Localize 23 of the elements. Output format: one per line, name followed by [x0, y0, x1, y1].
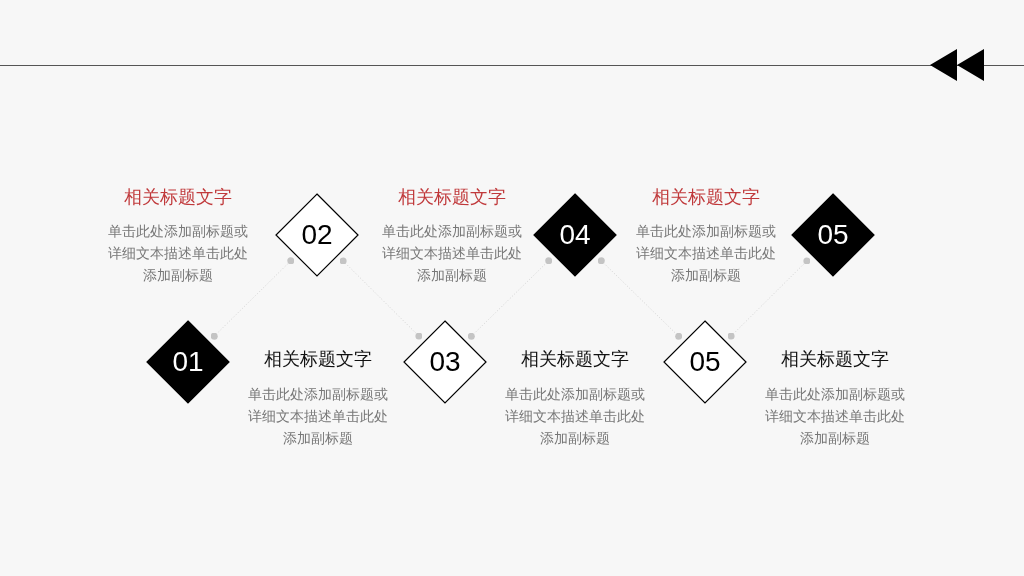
- step-heading: 相关标题文字: [397, 185, 507, 209]
- step-description: 单击此处添加副标题或详细文本描述单击此处添加副标题: [635, 222, 777, 285]
- step-description: 单击此处添加副标题或详细文本描述单击此处添加副标题: [381, 222, 523, 285]
- step-description: 单击此处添加副标题或详细文本描述单击此处添加副标题: [764, 385, 906, 448]
- step-heading: 相关标题文字: [780, 347, 890, 371]
- step-number: 03: [429, 346, 461, 378]
- step-number: 05: [817, 219, 849, 251]
- dotted-connector: [467, 257, 553, 340]
- step-heading: 相关标题文字: [651, 185, 761, 209]
- step-heading: 相关标题文字: [263, 347, 373, 371]
- step-description: 单击此处添加副标题或详细文本描述单击此处添加副标题: [107, 222, 249, 285]
- step-number: 05: [689, 346, 721, 378]
- dotted-connector: [597, 257, 683, 340]
- step-heading: 相关标题文字: [520, 347, 630, 371]
- step-number: 01: [172, 346, 204, 378]
- step-heading: 相关标题文字: [123, 185, 233, 209]
- step-number: 02: [301, 219, 333, 251]
- dotted-connector: [210, 257, 295, 340]
- step-description: 单击此处添加副标题或详细文本描述单击此处添加副标题: [504, 385, 646, 448]
- dotted-connector: [727, 257, 811, 340]
- step-description: 单击此处添加副标题或详细文本描述单击此处添加副标题: [247, 385, 389, 448]
- dotted-connector: [339, 257, 423, 340]
- step-number: 04: [559, 219, 591, 251]
